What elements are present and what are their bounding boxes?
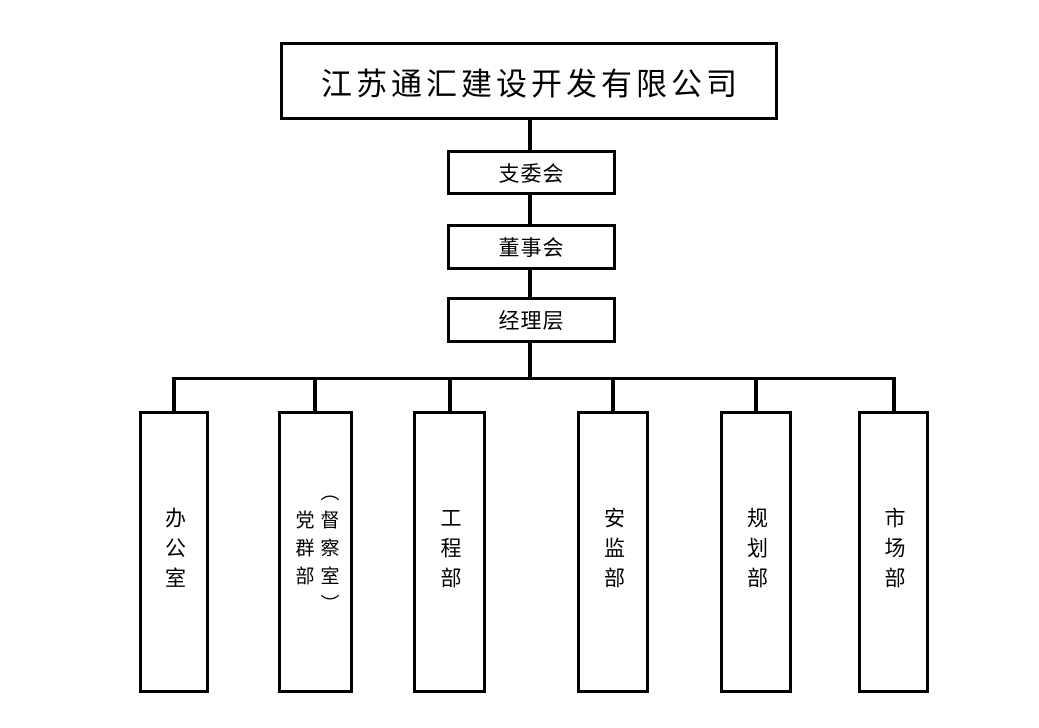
connector-company-zhiweihui (528, 119, 532, 151)
branch-committee-label: 支委会 (498, 161, 565, 186)
engineering-dept-label: 工程部 (437, 507, 462, 597)
planning-dept-label: 规划部 (744, 507, 769, 597)
party-masses-dept-label: 党群部 （督察室） (291, 482, 341, 622)
board-of-directors-label: 董事会 (498, 236, 565, 260)
market-dept-label: 市场部 (881, 507, 906, 597)
org-node-safety-supervision-dept: 安监部 (577, 411, 649, 693)
org-node-management-layer: 经理层 (447, 297, 616, 343)
dept-label-line: 市场部 (882, 507, 906, 597)
org-node-planning-dept: 规划部 (720, 411, 792, 693)
org-node-branch-committee: 支委会 (447, 150, 616, 195)
management-layer-label: 经理层 (498, 309, 565, 333)
dept-label-line: 党群部 (292, 510, 314, 594)
connector-drop-office (172, 379, 176, 412)
connector-drop-market-dept (892, 379, 896, 412)
dept-label-line: 规划部 (744, 507, 769, 597)
dept-label-line: 安监部 (601, 507, 626, 597)
org-node-market-dept: 市场部 (858, 411, 929, 693)
dept-label-line: （督察室） (317, 482, 339, 622)
connector-jingliceng-rail (528, 342, 532, 378)
connector-horizontal-rail (172, 377, 896, 380)
connector-drop-safety-supervision-dept (611, 379, 615, 412)
company-name-label: 江苏通汇建设开发有限公司 (321, 66, 741, 102)
connector-dongshihui-jingliceng (528, 269, 532, 298)
connector-drop-party-masses-dept (313, 379, 317, 412)
org-node-company: 江苏通汇建设开发有限公司 (280, 42, 778, 120)
dept-label-line: 工程部 (438, 507, 462, 597)
org-node-board-of-directors: 董事会 (447, 224, 616, 270)
org-node-party-masses-dept: 党群部 （督察室） (278, 411, 353, 693)
connector-drop-engineering-dept (448, 379, 452, 412)
org-node-engineering-dept: 工程部 (413, 411, 486, 693)
dept-label-line: 办公室 (162, 507, 187, 597)
safety-supervision-dept-label: 安监部 (601, 507, 626, 597)
org-node-office: 办公室 (139, 411, 209, 693)
office-label: 办公室 (162, 507, 187, 597)
connector-drop-planning-dept (754, 379, 758, 412)
connector-zhiweihui-dongshihui (528, 194, 532, 225)
